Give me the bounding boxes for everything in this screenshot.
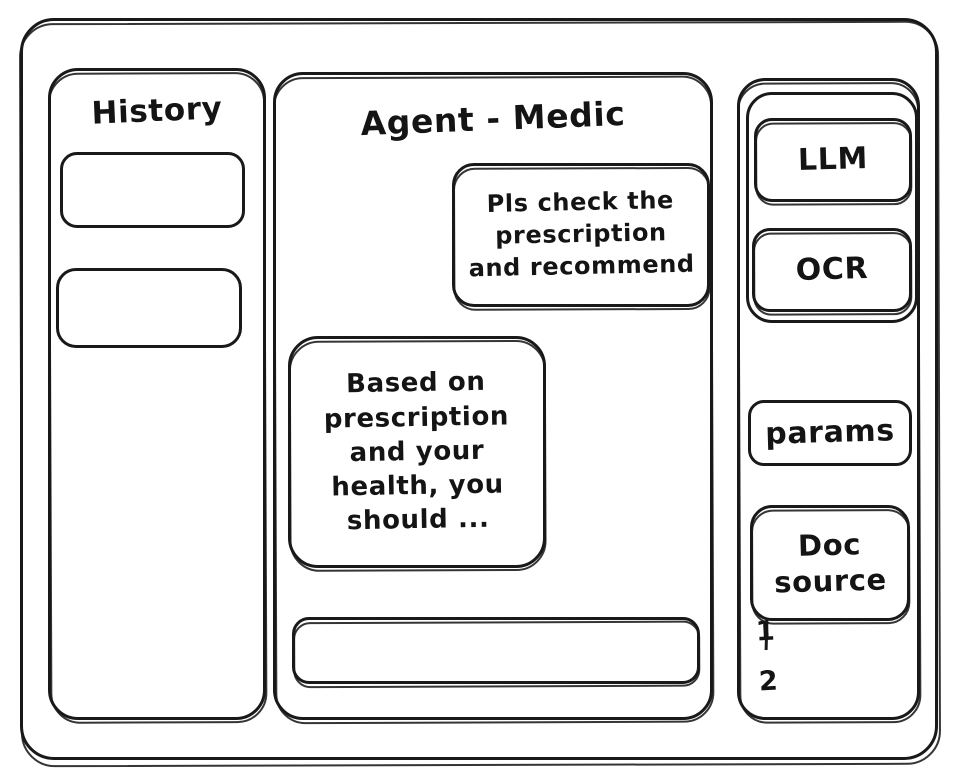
ocr-button-label: OCR: [795, 250, 869, 288]
tools-panel: [737, 78, 920, 720]
message-input[interactable]: [292, 617, 700, 684]
history-item-2[interactable]: [56, 268, 242, 348]
history-item-2-label: [58, 269, 239, 346]
chat-panel: [273, 72, 713, 720]
ocr-button[interactable]: OCR: [752, 228, 912, 312]
agent-message-text: Based on prescription and your health, y…: [323, 367, 510, 537]
history-panel: [48, 68, 266, 720]
params-button-label: params: [764, 412, 896, 452]
agent-message-bubble: Based on prescription and your health, y…: [288, 336, 546, 568]
user-message-text: Pls check the prescription and recommend: [468, 186, 695, 283]
history-item-1-label: [62, 153, 242, 226]
params-button[interactable]: params: [748, 400, 912, 466]
doc-source-box[interactable]: Doc source: [750, 505, 910, 621]
history-item-1[interactable]: [60, 152, 245, 228]
doc-source-label: Doc source: [773, 526, 888, 600]
llm-button[interactable]: LLM: [754, 118, 912, 202]
app-window-frame: [20, 18, 938, 760]
doc-source-item-2[interactable]: 2: [758, 665, 780, 698]
message-input-value: [294, 616, 697, 685]
user-message-bubble: Pls check the prescription and recommend: [452, 163, 710, 307]
model-tools-group: [746, 92, 918, 323]
doc-source-item-1[interactable]: 1: [755, 615, 777, 648]
llm-button-label: LLM: [797, 140, 869, 178]
